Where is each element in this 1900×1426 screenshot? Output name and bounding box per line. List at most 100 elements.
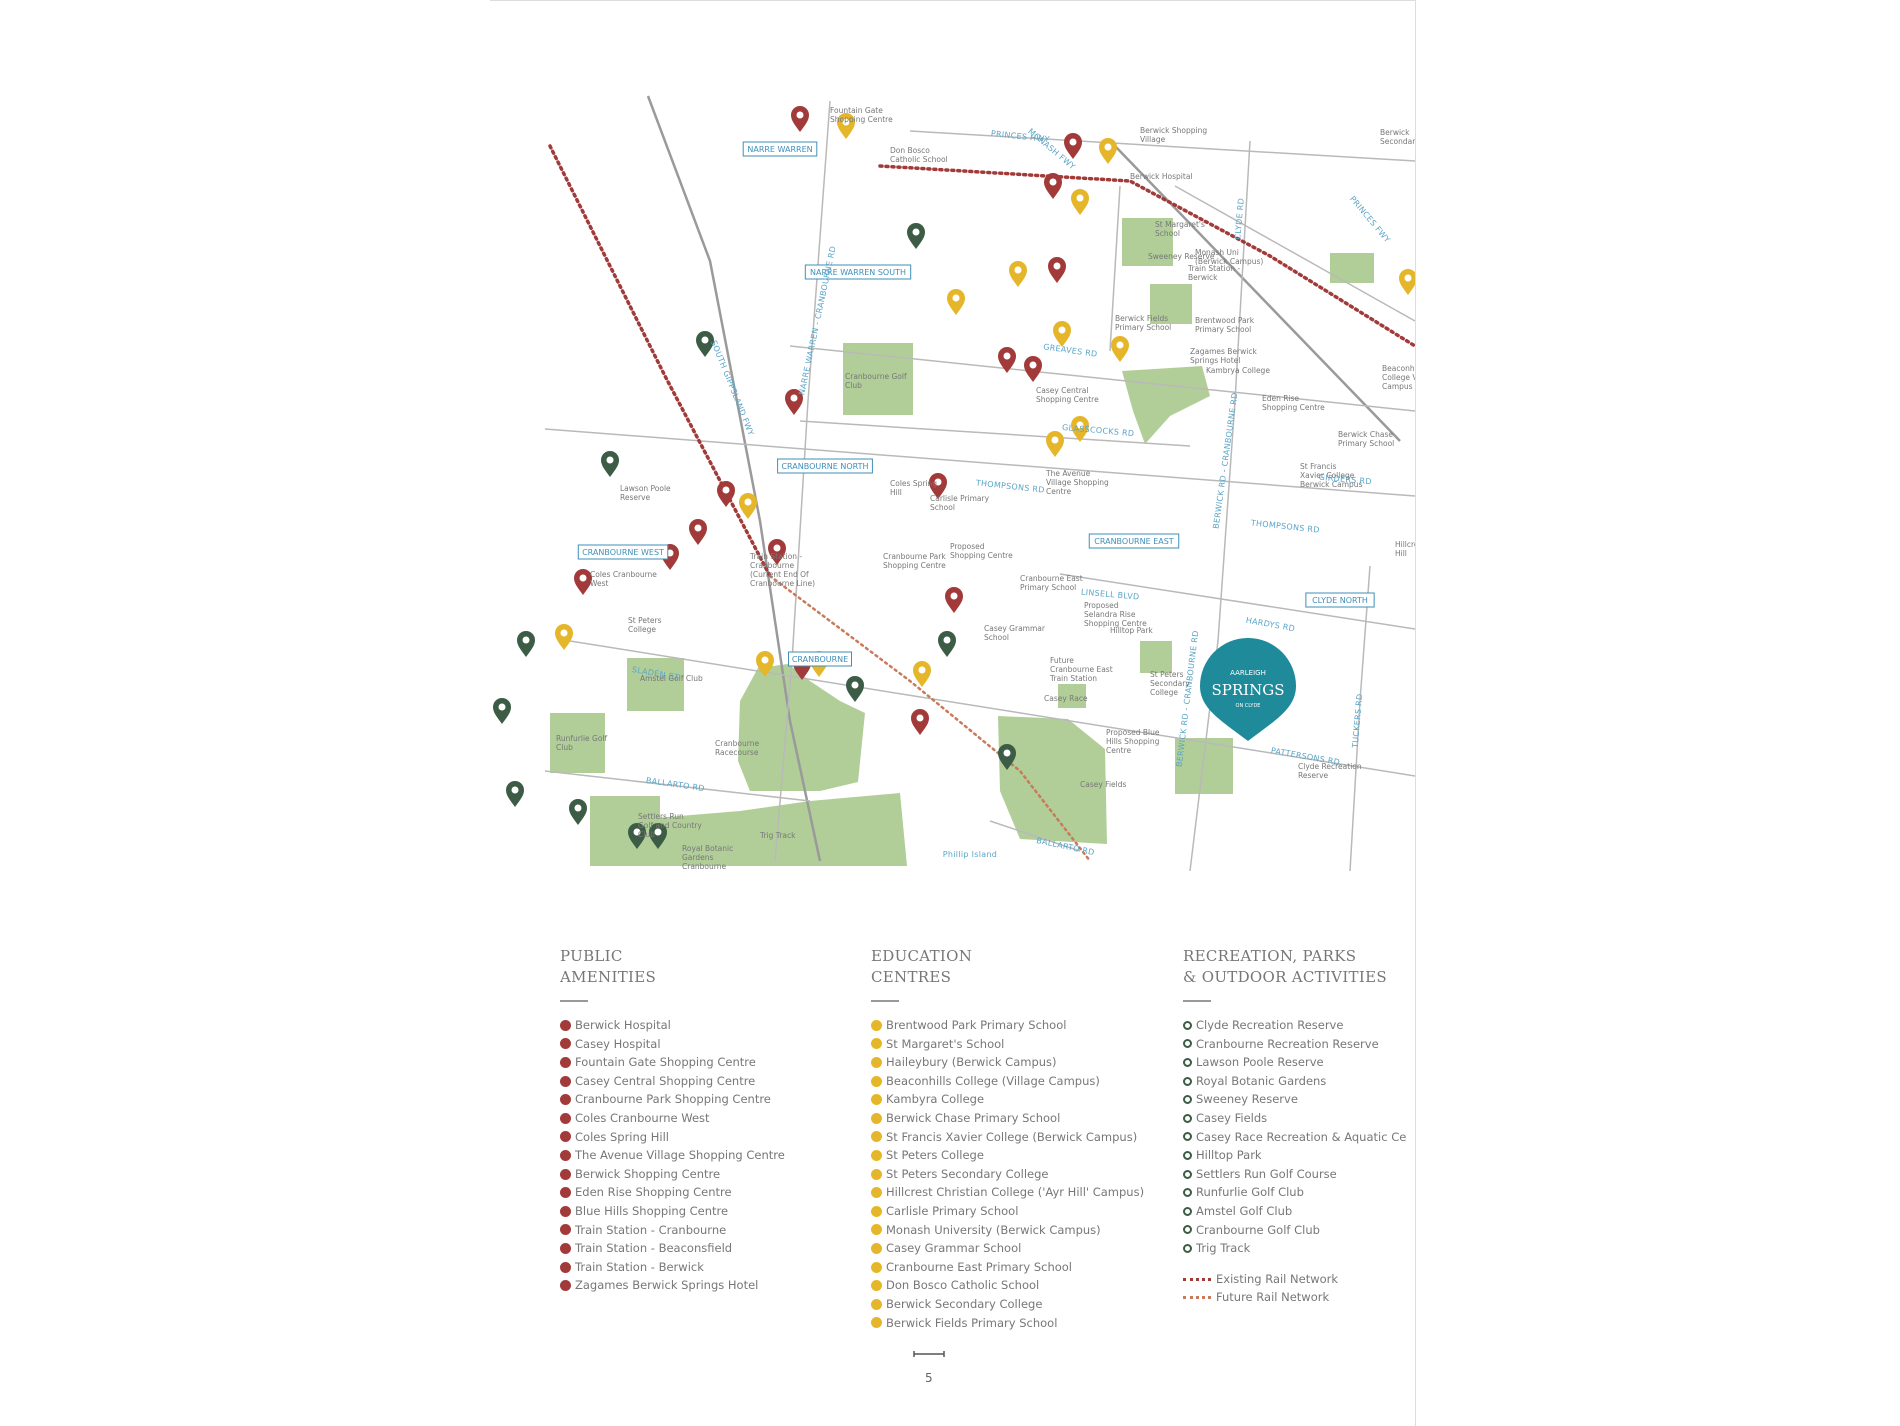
amenity-pin-icon[interactable] — [929, 473, 947, 499]
greaves-rd — [789, 345, 1415, 412]
park-amstel-golf — [627, 658, 684, 711]
park-clyde-recreation — [1175, 738, 1233, 794]
education-pin-icon[interactable] — [739, 493, 757, 519]
recreation-pin-icon[interactable] — [907, 223, 925, 249]
education-pin-icon[interactable] — [1071, 416, 1089, 442]
recreation-pin-icon[interactable] — [506, 781, 524, 807]
education-pin-icon[interactable] — [1399, 269, 1415, 295]
amenity-pin-icon[interactable] — [785, 389, 803, 415]
legend-item: Casey Hospital — [560, 1035, 785, 1054]
suburb-name: NARRE WARREN SOUTH — [810, 268, 906, 277]
amenity-marker-icon — [560, 1280, 571, 1292]
recreation-pin-icon[interactable] — [493, 697, 511, 724]
road-label: GLASSCOCKS RD — [1062, 423, 1135, 438]
education-marker-icon — [871, 1112, 882, 1124]
legend-item-label: Casey Fields — [1196, 1110, 1268, 1125]
place-label: Kambrya College — [1206, 366, 1270, 375]
legend-item-label: Sweeney Reserve — [1196, 1092, 1298, 1107]
legend-item-label: St Francis Xavier College (Berwick Campu… — [886, 1129, 1138, 1144]
recreation-pin-icon[interactable] — [938, 631, 956, 657]
legend-item: Beaconhills College (Village Campus) — [871, 1072, 1144, 1091]
recreation-pin-icon[interactable] — [569, 799, 587, 825]
berwick-cranbourne-rd — [1189, 140, 1251, 871]
recreation-marker-icon — [1183, 1150, 1192, 1160]
amenity-pin-icon[interactable] — [717, 481, 735, 507]
recreation-marker-icon — [1183, 1225, 1192, 1235]
recreation-pin-icon[interactable] — [998, 744, 1016, 770]
education-pin-icon[interactable] — [756, 651, 774, 677]
recreation-pin-icon[interactable] — [517, 631, 535, 657]
amenity-pin-icon[interactable] — [689, 519, 707, 545]
legend-item: St Margaret's School — [871, 1035, 1144, 1054]
legend-rule — [871, 1000, 899, 1002]
legend-item: Coles Spring Hill — [560, 1128, 785, 1147]
legend-item-label: Amstel Golf Club — [1196, 1203, 1293, 1218]
education-pin-icon[interactable] — [1009, 261, 1027, 287]
education-pin-icon[interactable] — [1071, 189, 1089, 215]
recreation-pin-icon[interactable] — [628, 823, 646, 849]
education-marker-icon — [871, 1280, 882, 1292]
map-markers — [493, 106, 1415, 849]
amenity-pin-icon[interactable] — [998, 347, 1016, 373]
legend-item-label: Coles Cranbourne West — [575, 1110, 710, 1125]
amenity-marker-icon — [560, 1224, 571, 1236]
education-pin-icon[interactable] — [555, 624, 573, 650]
amenity-pin-icon[interactable] — [791, 106, 809, 132]
amenity-marker-icon — [560, 1187, 571, 1199]
education-pin-icon[interactable] — [1046, 431, 1064, 457]
road-label: TUCKERS RD — [1351, 693, 1365, 749]
recreation-pin-icon[interactable] — [601, 451, 619, 477]
legend-item: Fountain Gate Shopping Centre — [560, 1053, 785, 1072]
legend-item-label: Settlers Run Golf Course — [1196, 1166, 1337, 1181]
place-label: Monash Uni(Berwick Campus) — [1195, 248, 1263, 266]
legend-item-label: St Peters College — [886, 1148, 984, 1163]
amenity-pin-icon[interactable] — [1024, 356, 1042, 382]
education-pin-icon[interactable] — [1053, 321, 1071, 347]
amenity-marker-icon — [560, 1168, 571, 1180]
legend-item: Train Station - Berwick — [560, 1258, 785, 1277]
amenity-pin-icon[interactable] — [1044, 173, 1062, 199]
roads — [544, 95, 1415, 871]
recreation-marker-icon — [1183, 1169, 1192, 1179]
recreation-pin-icon[interactable] — [649, 823, 667, 849]
amenity-pin-icon[interactable] — [574, 569, 592, 595]
legend-item-label: Train Station - Cranbourne — [575, 1222, 727, 1237]
amenity-pin-icon[interactable] — [1048, 257, 1066, 283]
page-number: 5 — [925, 1371, 933, 1385]
amenity-pin-icon[interactable] — [945, 587, 963, 613]
legend-item-label: Casey Race Recreation & Aquatic Ce — [1196, 1129, 1407, 1144]
legend-item-label: Cranbourne Golf Club — [1196, 1222, 1320, 1237]
education-pin-icon[interactable] — [1111, 336, 1129, 362]
place-label: Hilltop Park — [1110, 626, 1153, 635]
education-pin-icon[interactable] — [913, 661, 931, 687]
amenity-pin-icon[interactable] — [911, 709, 929, 735]
badge-mid: SPRINGS — [1212, 681, 1285, 699]
legend-item-label: Coles Spring Hill — [575, 1129, 669, 1144]
education-pin-icon[interactable] — [1099, 138, 1117, 164]
recreation-pin-icon[interactable] — [696, 331, 714, 357]
education-marker-icon — [871, 1205, 882, 1217]
education-pin-icon[interactable] — [837, 113, 855, 139]
legend-item: Sweeney Reserve — [1183, 1090, 1406, 1109]
recreation-pin-icon[interactable] — [846, 676, 864, 702]
amenity-pin-icon[interactable] — [1064, 133, 1082, 159]
rail-network — [548, 144, 1415, 863]
princes-fwy — [1174, 185, 1415, 322]
legend-item-label: Berwick Fields Primary School — [886, 1315, 1058, 1330]
legend-item: Kambyra College — [871, 1090, 1144, 1109]
amenity-pin-icon[interactable] — [768, 539, 786, 565]
education-pin-icon[interactable] — [947, 289, 965, 315]
south-gippsland-fwy — [646, 95, 822, 862]
